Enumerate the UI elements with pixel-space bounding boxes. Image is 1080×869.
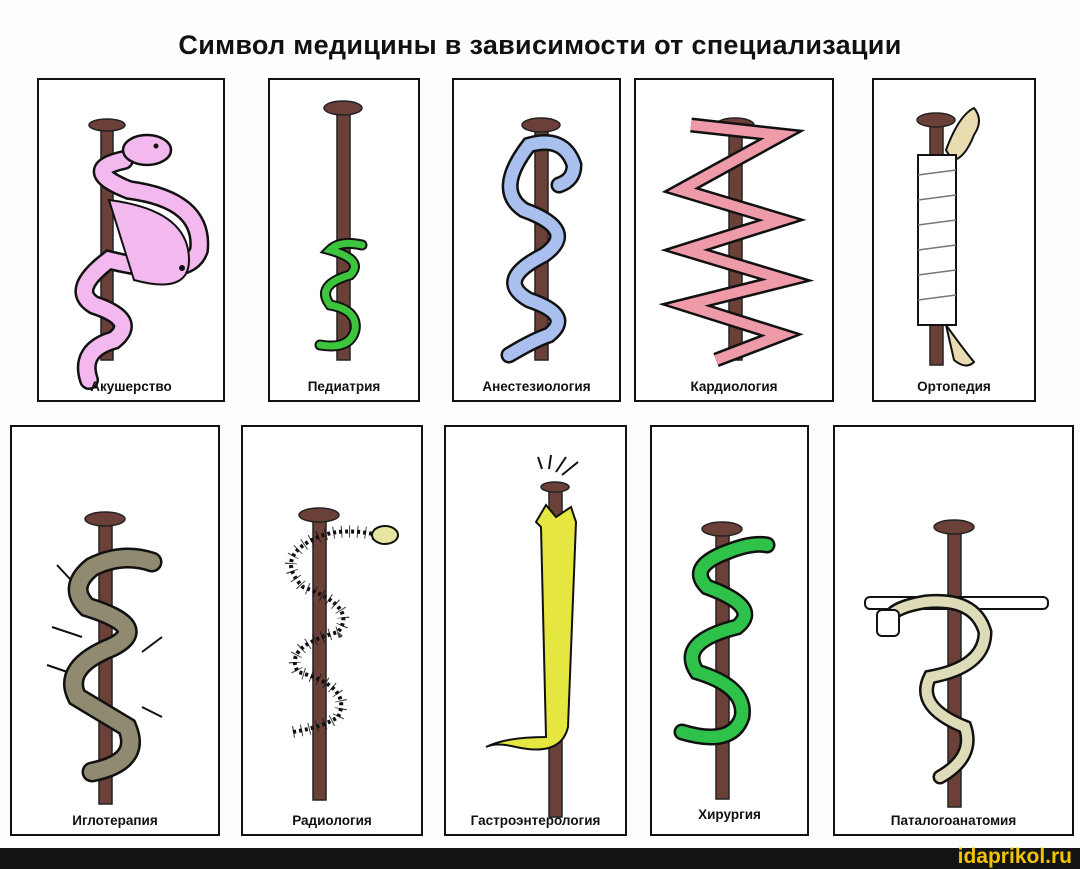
panel-label: Акушерство bbox=[90, 379, 172, 394]
panel-pathology: Паталогоанатомия bbox=[833, 425, 1074, 836]
panel-label: Хирургия bbox=[698, 807, 761, 822]
panel-label: Ортопедия bbox=[917, 379, 991, 394]
watermark-link[interactable]: idaprikol.ru bbox=[957, 845, 1072, 868]
panel-label: Гастроэнтерология bbox=[470, 813, 601, 828]
panel-label: Радиология bbox=[292, 813, 372, 828]
panel-anesthesiology: Анестезиология bbox=[452, 78, 621, 402]
panel-label: Анестезиология bbox=[482, 379, 591, 394]
gastroenterology-symbol-icon bbox=[485, 454, 579, 818]
panel-cardiology: Кардиология bbox=[634, 78, 834, 402]
orthopedics-symbol-icon bbox=[916, 106, 980, 367]
panel-label: Паталогоанатомия bbox=[890, 813, 1017, 828]
footer-bar: idaprikol.ru bbox=[0, 845, 1080, 869]
panel-orthopedics: Ортопедия bbox=[872, 78, 1036, 402]
panel-label: Педиатрия bbox=[307, 379, 381, 394]
panel-acupuncture: Иглотерапия bbox=[10, 425, 220, 836]
panel-radiology: Радиология bbox=[241, 425, 423, 836]
anesthesiology-symbol-icon bbox=[500, 117, 583, 364]
panel-label: Иглотерапия bbox=[72, 813, 158, 828]
page-title: Символ медицины в зависимости от специал… bbox=[178, 30, 902, 60]
cardiology-symbol-icon bbox=[658, 117, 815, 368]
acupuncture-symbol-icon bbox=[46, 511, 163, 805]
pathology-symbol-icon bbox=[864, 519, 1049, 808]
panel-obstetrics: Акушерство bbox=[37, 78, 225, 402]
obstetrics-symbol-icon bbox=[74, 118, 210, 390]
pediatrics-symbol-icon bbox=[314, 100, 368, 361]
panel-gastroenterology: Гастроэнтерология bbox=[444, 425, 627, 836]
panel-surgery: Хирургия bbox=[650, 425, 809, 836]
surgery-symbol-icon bbox=[673, 521, 776, 800]
panel-label: Кардиология bbox=[690, 379, 778, 394]
panel-pediatrics: Педиатрия bbox=[268, 78, 420, 402]
radiology-symbol-icon bbox=[285, 507, 399, 801]
